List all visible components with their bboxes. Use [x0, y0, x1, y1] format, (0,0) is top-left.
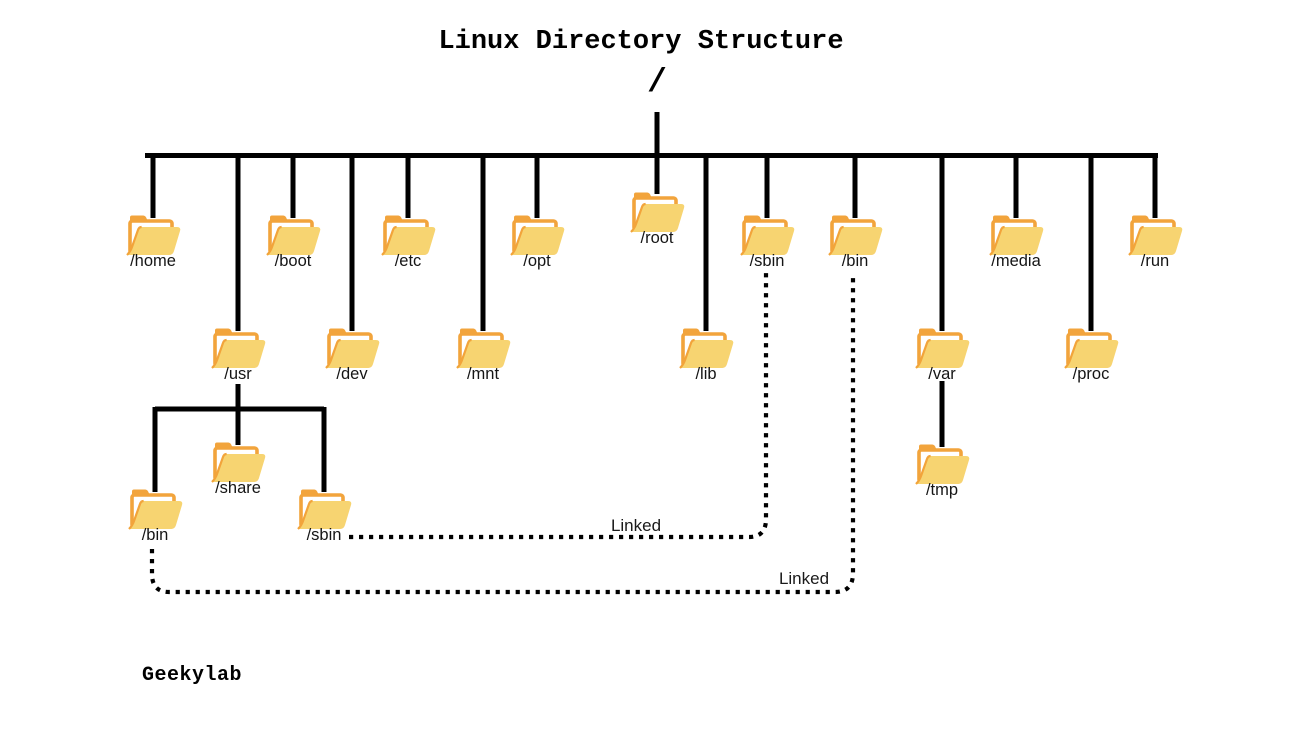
folder-icon-dev: [325, 328, 380, 369]
folder-flap: [212, 340, 266, 368]
folder-icon-usr-share: [211, 442, 266, 483]
folder-flap-edge: [989, 225, 1005, 256]
folder-flap-edge: [381, 225, 397, 256]
folder-icon-opt: [510, 215, 565, 256]
folder-flap-edge: [915, 338, 931, 369]
folder-label-lib: /lib: [695, 365, 717, 383]
folder-flap: [631, 204, 685, 232]
folder-flap-edge: [1128, 225, 1144, 256]
folder-flap: [212, 454, 266, 482]
folder-label-media: /media: [991, 252, 1041, 270]
folder-flap: [511, 227, 565, 255]
folder-flap: [127, 227, 181, 255]
folder-flap: [741, 227, 795, 255]
folder-label-usr-share: /share: [215, 479, 261, 497]
folder-flap-edge: [126, 225, 142, 256]
folder-label-proc: /proc: [1072, 365, 1110, 383]
folder-label-tmp: /tmp: [925, 481, 959, 499]
folder-flap-edge: [915, 454, 931, 485]
folder-icon-media: [989, 215, 1044, 256]
folder-label-usr-sbin: /sbin: [306, 526, 342, 544]
folder-icon-tmp: [915, 444, 970, 485]
folder-label-dev: /dev: [336, 365, 368, 383]
folder-flap: [1129, 227, 1183, 255]
folder-label-usr: /usr: [224, 365, 252, 383]
folder-icon-etc: [381, 215, 436, 256]
folder-icon-usr: [211, 328, 266, 369]
folder-flap-edge: [740, 225, 756, 256]
symlink-dotted-path-usr-bin: [149, 275, 856, 595]
folder-label-usr-bin: /bin: [141, 526, 169, 544]
folder-flap-edge: [211, 452, 227, 483]
folder-flap: [990, 227, 1044, 255]
folder-flap: [680, 340, 734, 368]
folder-flap-edge: [679, 338, 695, 369]
folder-label-boot: /boot: [274, 252, 312, 270]
folder-flap-edge: [1064, 338, 1080, 369]
folder-flap-edge: [325, 338, 341, 369]
folder-label-run: /run: [1140, 252, 1170, 270]
folder-flap: [916, 456, 970, 484]
folder-flap: [382, 227, 436, 255]
folder-flap-edge: [211, 338, 227, 369]
folder-icon-home: [126, 215, 181, 256]
linked-annotation-usr-bin: Linked: [778, 569, 830, 588]
folder-icon-lib: [679, 328, 734, 369]
watermark-text: Geekylab: [142, 664, 243, 687]
diagram-title: Linux Directory Structure: [438, 27, 844, 57]
folder-icon-usr-sbin: [297, 489, 352, 530]
folder-label-etc: /etc: [394, 252, 422, 270]
folder-icon-sbin: [740, 215, 795, 256]
folder-label-mnt: /mnt: [466, 365, 500, 383]
folder-flap-edge: [510, 225, 526, 256]
folder-flap: [267, 227, 321, 255]
symlink-dotted-path-usr-sbin: [349, 271, 769, 540]
folder-label-sbin: /sbin: [749, 252, 785, 270]
folder-label-root-dir: /root: [640, 229, 674, 247]
folder-icon-run: [1128, 215, 1183, 256]
root-node-label: /: [647, 64, 667, 101]
folder-flap: [298, 501, 352, 529]
folder-flap-edge: [266, 225, 282, 256]
folder-label-opt: /opt: [523, 252, 551, 270]
folder-label-var: /var: [928, 365, 956, 383]
folder-flap-edge: [828, 225, 844, 256]
folder-icon-bin: [828, 215, 883, 256]
folder-flap: [129, 501, 183, 529]
folder-flap: [1065, 340, 1119, 368]
folder-icon-root-dir: [630, 192, 685, 233]
folder-icon-proc: [1064, 328, 1119, 369]
folder-flap-edge: [456, 338, 472, 369]
folder-icon-var: [915, 328, 970, 369]
folder-label-home: /home: [130, 252, 176, 270]
folder-flap-edge: [128, 499, 144, 530]
folder-icon-usr-bin: [128, 489, 183, 530]
folder-flap-edge: [630, 202, 646, 233]
folder-flap: [326, 340, 380, 368]
folder-flap: [829, 227, 883, 255]
folder-label-bin: /bin: [841, 252, 869, 270]
folder-flap-edge: [297, 499, 313, 530]
linked-annotation-usr-sbin: Linked: [610, 516, 662, 535]
folder-flap: [916, 340, 970, 368]
folder-icon-boot: [266, 215, 321, 256]
folder-flap: [457, 340, 511, 368]
folder-icon-mnt: [456, 328, 511, 369]
